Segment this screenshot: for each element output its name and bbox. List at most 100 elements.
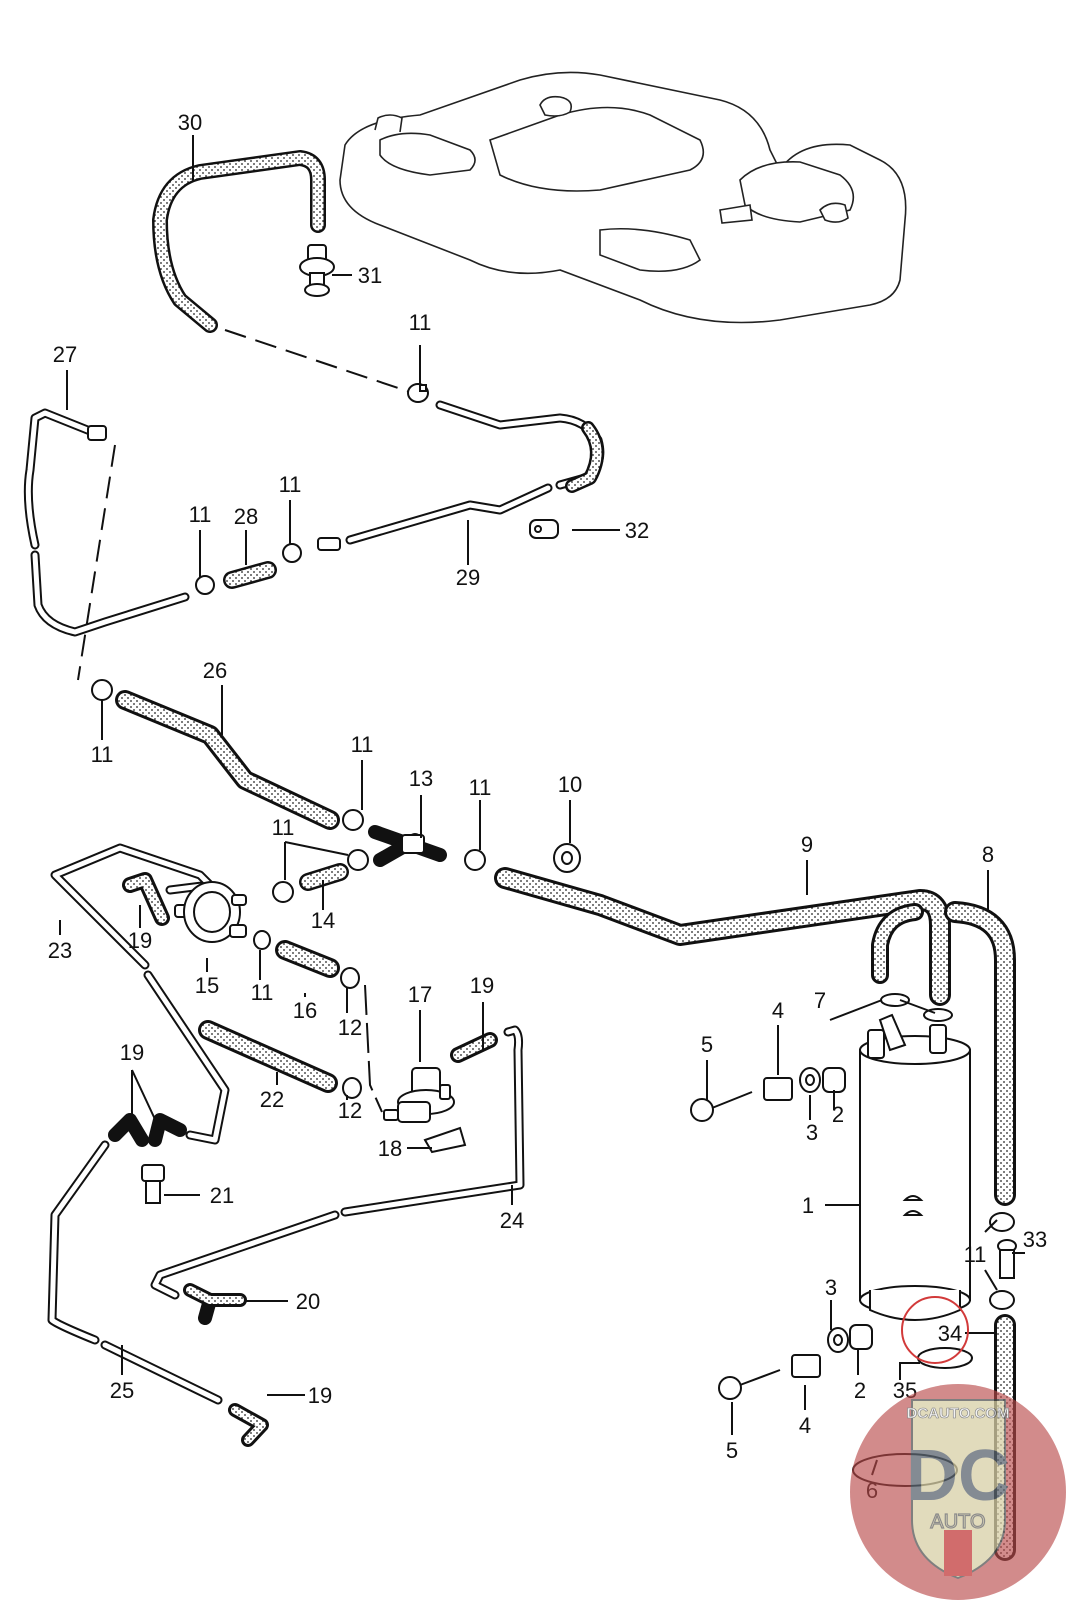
- hose-clamp-11: [272, 881, 294, 903]
- hose-14: [299, 863, 349, 891]
- label-4: 4: [772, 998, 784, 1023]
- watermark-logo-text: DC: [906, 1436, 1010, 1516]
- label-22: 22: [260, 1087, 284, 1112]
- label-4: 4: [799, 1413, 811, 1438]
- label-25: 25: [110, 1378, 134, 1403]
- hose-8: [944, 901, 1016, 1206]
- hose-clamp-11: [989, 1212, 1015, 1232]
- hose-30: [152, 150, 326, 333]
- pipe-25: [47, 1140, 223, 1405]
- clip-32: [529, 519, 559, 539]
- label-11: 11: [409, 310, 432, 335]
- label-11: 11: [351, 732, 374, 757]
- hose-clamp-11: [195, 575, 215, 595]
- washer-3: [827, 1327, 849, 1353]
- label-11: 11: [279, 472, 302, 497]
- fuel-tank: [339, 71, 907, 324]
- label-28: 28: [234, 504, 258, 529]
- watermark-site-text: DCAUTO.COM: [906, 1405, 1009, 1422]
- label-9: 9: [801, 832, 813, 857]
- label-23: 23: [48, 938, 72, 963]
- label-12: 12: [338, 1015, 362, 1040]
- hose-26: [91, 679, 340, 830]
- label-15: 15: [195, 973, 219, 998]
- highlight-circle: [901, 1296, 969, 1364]
- check-valve-31: [299, 244, 335, 297]
- label-5: 5: [701, 1032, 713, 1057]
- label-11: 11: [964, 1242, 987, 1267]
- check-valve-33: [997, 1239, 1017, 1279]
- hose-28: [223, 561, 277, 589]
- label-7: 7: [814, 988, 826, 1013]
- part-labels: 30 31 11 27 11 28 11 32 29 26 11 11 13 1…: [48, 110, 1047, 1503]
- fuel-filter-15: [174, 881, 247, 943]
- label-10: 10: [558, 772, 582, 797]
- hose-clamp-11: [253, 930, 271, 950]
- carbon-canister-1: [859, 1013, 971, 1321]
- elbow-hose-19: [228, 1403, 269, 1447]
- label-19: 19: [120, 1040, 144, 1065]
- label-3: 3: [825, 1275, 837, 1300]
- t-connector-13: [368, 825, 447, 867]
- watermark-sub-text: AUTO: [930, 1511, 985, 1533]
- label-30: 30: [178, 110, 202, 135]
- label-17: 17: [408, 982, 432, 1007]
- y-connector-20: [183, 1283, 247, 1325]
- grommet-10: [553, 843, 581, 873]
- pipe-29: [317, 400, 605, 551]
- label-13: 13: [409, 766, 433, 791]
- hose-clamp-11: [342, 809, 364, 831]
- hose-clamp-12: [340, 967, 360, 989]
- label-11: 11: [251, 980, 274, 1005]
- hose-clamp-35: [917, 1347, 973, 1369]
- label-27: 27: [53, 342, 77, 367]
- clip-nut-4: [791, 1354, 821, 1378]
- label-19: 19: [470, 973, 494, 998]
- pipe-24: [150, 1025, 525, 1300]
- label-11: 11: [189, 502, 212, 527]
- label-34: 34: [938, 1321, 962, 1346]
- bushing-2: [849, 1324, 873, 1350]
- label-32: 32: [625, 518, 649, 543]
- hose-9: [494, 867, 951, 1006]
- elbow-hose-19: [450, 1032, 498, 1063]
- label-29: 29: [456, 565, 480, 590]
- hose-clamp-11: [282, 543, 302, 563]
- label-1: 1: [802, 1193, 814, 1218]
- label-3: 3: [806, 1120, 818, 1145]
- bolt-5: [690, 1091, 753, 1122]
- label-11: 11: [272, 815, 295, 840]
- label-5: 5: [726, 1438, 738, 1463]
- label-16: 16: [293, 998, 317, 1023]
- elbow-hose-19: [122, 872, 170, 926]
- pipe-27: [23, 408, 190, 637]
- hose-clamp-11: [464, 849, 486, 871]
- label-2: 2: [832, 1102, 844, 1127]
- label-19: 19: [308, 1383, 332, 1408]
- label-26: 26: [203, 658, 227, 683]
- label-14: 14: [311, 908, 335, 933]
- label-33: 33: [1023, 1227, 1047, 1252]
- label-24: 24: [500, 1208, 524, 1233]
- hose-16: [275, 940, 340, 978]
- label-11: 11: [469, 775, 492, 800]
- washer-3: [799, 1067, 821, 1093]
- hose-clamp-12: [342, 1077, 362, 1099]
- bushing-2: [822, 1067, 846, 1093]
- hose-clamp-11: [989, 1290, 1015, 1310]
- label-18: 18: [378, 1136, 402, 1161]
- elbow-hose-19: [108, 1113, 187, 1147]
- sensor-21: [141, 1164, 165, 1204]
- hose-clamp-11: [407, 383, 429, 403]
- bolt-5: [718, 1369, 781, 1400]
- hose-22: [198, 1020, 338, 1093]
- watermark-logo: DCAUTO.COM DC AUTO: [850, 1384, 1066, 1600]
- label-31: 31: [358, 263, 382, 288]
- label-19: 19: [128, 928, 152, 953]
- clip-nut-4: [763, 1077, 793, 1101]
- label-8: 8: [982, 842, 994, 867]
- label-12: 12: [338, 1098, 362, 1123]
- label-21: 21: [210, 1183, 234, 1208]
- label-2: 2: [854, 1378, 866, 1403]
